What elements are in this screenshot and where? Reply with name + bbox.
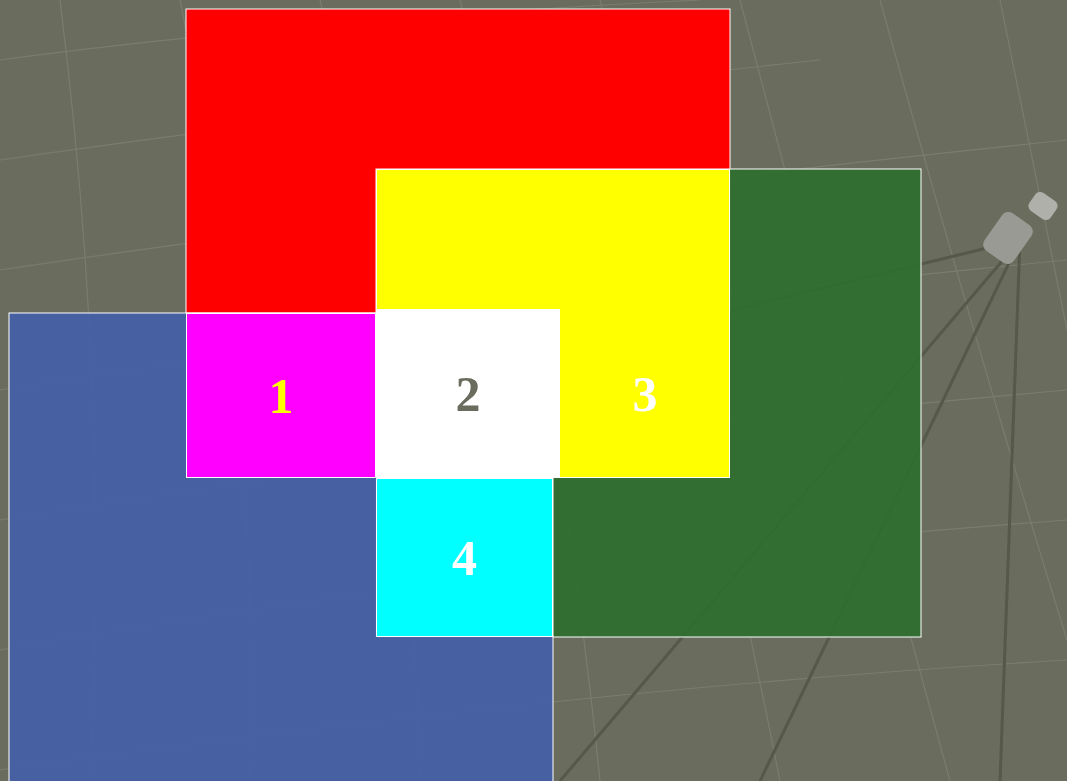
callout-number: 3 xyxy=(633,369,658,419)
antenna-feed xyxy=(980,190,1060,268)
white-box: 2 xyxy=(376,309,560,478)
callout-number: 1 xyxy=(269,371,294,421)
magenta-box: 1 xyxy=(186,313,376,478)
cyan-box: 4 xyxy=(376,478,553,637)
blue-rectangle xyxy=(9,313,553,781)
callout-number: 4 xyxy=(452,533,477,583)
green-rectangle xyxy=(376,169,921,637)
callout-number: 2 xyxy=(456,369,481,419)
